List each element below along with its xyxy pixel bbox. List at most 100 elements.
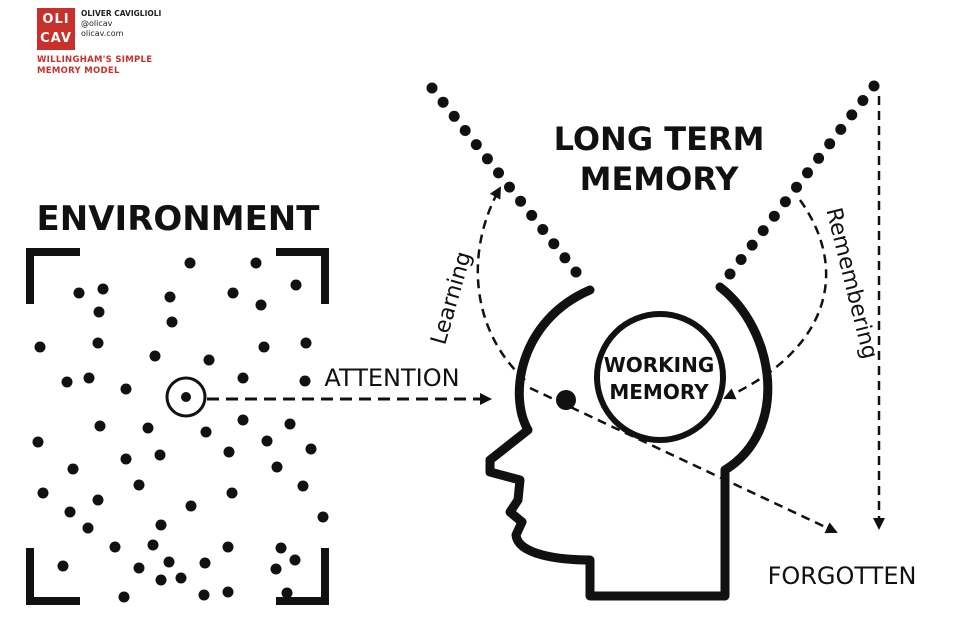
- subtitle-line-1: WILLINGHAM'S SIMPLE: [37, 55, 153, 65]
- environment-dot: [297, 480, 309, 492]
- remembering-label: Remembering: [820, 205, 882, 361]
- environment-dot: [120, 453, 132, 465]
- logo-line-1: OLI: [42, 12, 70, 27]
- environment-dot: [255, 299, 267, 311]
- environment-label: ENVIRONMENT: [37, 199, 321, 239]
- environment-dot: [142, 422, 154, 434]
- head-profile: [485, 282, 773, 601]
- environment-dot: [284, 418, 296, 430]
- long-term-memory-beams: [426, 80, 880, 280]
- subtitle-line-2: MEMORY MODEL: [37, 66, 120, 76]
- ltm-beam-left-dot: [504, 181, 515, 193]
- attended-stimulus-ring: [165, 376, 207, 418]
- environment-dot: [147, 539, 159, 551]
- environment-dot: [199, 557, 211, 569]
- environment-dot: [281, 587, 293, 599]
- environment-dot: [64, 506, 76, 518]
- environment-dot: [237, 372, 249, 384]
- environment-dot: [92, 337, 104, 349]
- eye-dot: [556, 390, 576, 410]
- environment-dot: [94, 420, 106, 432]
- author-website[interactable]: olicav.com: [81, 29, 124, 38]
- ltm-beam-right-dot: [824, 138, 836, 150]
- environment-dot: [164, 291, 176, 303]
- environment-dot: [289, 554, 301, 566]
- environment-dot: [305, 443, 317, 455]
- environment-dot: [200, 426, 212, 438]
- ltm-beam-left-dot: [481, 153, 493, 165]
- environment-dot: [261, 435, 273, 447]
- ltm-beam-left-dot: [470, 139, 482, 151]
- ltm-beam-right-dot: [868, 80, 880, 92]
- frame-corner-top-right: [276, 248, 329, 304]
- attention-label: ATTENTION: [324, 364, 459, 392]
- environment-dot: [109, 541, 121, 553]
- ltm-beam-right-dot: [813, 152, 825, 164]
- ltm-beam-left-dot: [448, 110, 460, 122]
- learning-label: Learning: [427, 249, 477, 348]
- ltm-beam-right-dot: [802, 167, 813, 179]
- environment-dot: [184, 257, 196, 269]
- working-memory-label-line-2: MEMORY: [609, 380, 709, 404]
- environment-frame: [26, 248, 329, 605]
- environment-dot: [163, 556, 175, 568]
- learning-arrow: [476, 186, 526, 381]
- environment-dot: [222, 586, 234, 598]
- environment-dot: [154, 449, 166, 461]
- ltm-beam-left-dot: [537, 224, 549, 235]
- environment-dot: [223, 446, 235, 458]
- ltm-beam-left-dot: [493, 167, 504, 179]
- environment-dot: [133, 562, 145, 574]
- environment-dot: [73, 287, 85, 299]
- environment-dot: [67, 463, 79, 475]
- ltm-beam-right-dot: [746, 239, 758, 251]
- wm-forgotten-arrow: [529, 386, 838, 534]
- environment-dot: [37, 487, 49, 499]
- ltm-beam-left-dot: [437, 96, 449, 108]
- attended-stimulus-dot: [181, 392, 191, 402]
- frame-corner-top-left: [26, 248, 80, 304]
- working-memory-circle: [594, 311, 726, 443]
- environment-dot: [155, 519, 167, 531]
- ltm-beam-left-dot: [459, 125, 471, 136]
- logo-line-2: CAV: [40, 31, 72, 46]
- environment-dot: [92, 494, 104, 506]
- environment-dot: [166, 316, 178, 328]
- working-memory-label-line-1: WORKING: [604, 353, 715, 377]
- ltm-beam-right-dot: [779, 196, 791, 208]
- environment-dot: [120, 383, 132, 395]
- environment-dot: [270, 563, 282, 575]
- environment-dot: [271, 461, 283, 473]
- ltm-beam-right-dot: [757, 225, 769, 237]
- ltm-beam-right-dot: [857, 95, 869, 106]
- olicav-logo: OLI CAV: [37, 8, 75, 50]
- ltm-beam-left-dot: [570, 266, 582, 278]
- ltm-beam-right-dot: [835, 123, 847, 135]
- environment-dot: [299, 375, 311, 387]
- ltm-beam-left-dot: [559, 252, 571, 264]
- environment-dot: [149, 350, 161, 362]
- ltm-beam-right-dot: [846, 109, 858, 121]
- author-block: OLIVER CAVIGLIOLI @olicav olicav.com: [81, 9, 161, 39]
- forgotten-label: FORGOTTEN: [768, 562, 917, 590]
- ltm-beam-right-dot: [735, 254, 747, 265]
- environment-dot: [222, 541, 234, 553]
- environment-dot: [82, 522, 94, 534]
- environment-dot: [227, 287, 239, 299]
- environment-dot: [250, 257, 262, 269]
- environment-dot: [57, 560, 69, 572]
- environment-dot: [34, 341, 46, 353]
- long-term-memory-label-line-1: LONG TERM: [554, 120, 765, 158]
- environment-dot: [97, 283, 109, 295]
- environment-dot: [300, 337, 312, 349]
- environment-dot: [258, 341, 270, 353]
- environment-dot: [83, 372, 95, 384]
- environment-dot: [290, 279, 302, 291]
- ltm-beam-right-dot: [791, 181, 802, 193]
- environment-dot: [185, 500, 197, 512]
- environment-dot: [203, 354, 215, 366]
- ltm-beam-left-dot: [426, 82, 438, 94]
- environment-dot: [155, 574, 167, 586]
- environment-dot: [61, 376, 73, 388]
- ltm-beam-right-dot: [768, 210, 780, 222]
